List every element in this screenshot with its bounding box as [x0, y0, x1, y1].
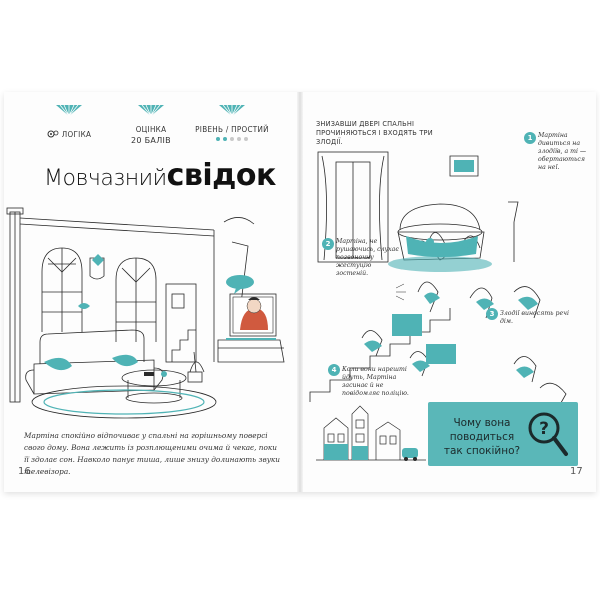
- step-text-3: Злодії виносять речі дім.: [500, 310, 569, 325]
- right-page: Знизавши двері спальні прочиняються і вх…: [300, 92, 596, 492]
- level-dot: [237, 137, 241, 141]
- title-part1: Мовчазний: [44, 166, 167, 191]
- step-text-2: Мартіна, не рушаючись, слухає позвоночну…: [336, 238, 399, 277]
- gears-icon: [47, 130, 59, 138]
- step-badge-3: 3: [486, 308, 498, 320]
- fan-ornament-icon: [138, 104, 164, 117]
- fan-ornament-icon: [219, 104, 245, 117]
- book-spread: Логіка Оцінка 20 балів Рівень / простий …: [4, 92, 596, 492]
- left-page: Логіка Оцінка 20 балів Рівень / простий …: [4, 92, 300, 492]
- level-dot: [244, 137, 248, 141]
- book-gutter: [297, 92, 303, 492]
- stat-label: Оцінка: [135, 125, 167, 134]
- stat-value: 20 балів: [131, 136, 171, 145]
- question-box: Чому вона поводиться так спокійно? ?: [428, 402, 578, 466]
- intro-text: Знизавши двері спальні прочиняються і вх…: [316, 120, 433, 146]
- living-room-illustration: [6, 207, 285, 419]
- step-text-1: Мартіна дивиться на злодіїв, а ті — обер…: [538, 132, 587, 171]
- question-text: Чому вона поводиться так спокійно?: [443, 417, 521, 457]
- stat-score: Оцінка 20 балів: [116, 102, 186, 145]
- stat-label: Рівень / простий: [195, 125, 269, 134]
- page-title: Мовчазнийсвідок: [44, 158, 276, 193]
- page-number-right: 17: [570, 466, 583, 477]
- title-part2: свідок: [166, 158, 277, 193]
- level-dot: [230, 137, 234, 141]
- page-number-left: 16: [18, 466, 31, 477]
- fan-ornament-icon: [56, 104, 82, 117]
- story-caption: Мартіна спокійно відпочиває у спальні на…: [24, 431, 280, 476]
- street-sketch: [316, 405, 426, 461]
- stat-label: Логіка: [61, 129, 92, 139]
- level-dots: [192, 137, 272, 141]
- step-badge-4: 4: [328, 364, 340, 376]
- step-badge-2: 2: [322, 238, 334, 250]
- comic-illustration: [309, 151, 567, 409]
- svg-text:?: ?: [539, 419, 549, 439]
- level-dot: [223, 137, 227, 141]
- step-badge-1: 1: [524, 132, 536, 144]
- magnifier-question-icon: ?: [528, 412, 568, 456]
- level-dot: [216, 137, 220, 141]
- step-text-4: Коли вони нарешті йдуть, Мартіна засинає…: [342, 366, 409, 397]
- stat-level: Рівень / простий: [192, 102, 272, 141]
- stat-logic: Логіка: [34, 102, 104, 139]
